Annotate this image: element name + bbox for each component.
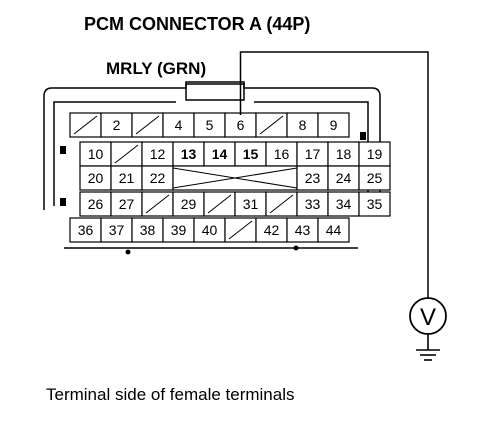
- terminal-number: 5: [206, 117, 214, 133]
- terminal-12: 12: [141, 141, 174, 167]
- terminal-number: 14: [212, 146, 228, 162]
- terminal-number: 38: [140, 222, 156, 238]
- terminal-number: 19: [367, 146, 383, 162]
- terminal-number: 37: [109, 222, 125, 238]
- terminal-number: 4: [175, 117, 183, 133]
- terminal-number: 10: [88, 146, 104, 162]
- diagram-title: PCM CONNECTOR A (44P): [84, 14, 310, 34]
- terminal-number: 2: [113, 117, 121, 133]
- terminal-number: 24: [336, 170, 352, 186]
- probe-wire: [239, 51, 429, 298]
- terminal-35: 35: [358, 191, 391, 217]
- terminal-blank: [69, 112, 102, 138]
- terminal-number: 16: [274, 146, 290, 162]
- terminal-21: 21: [110, 165, 143, 191]
- terminal-number: 6: [237, 117, 245, 133]
- voltmeter-symbol: V: [420, 304, 436, 331]
- terminal-number: 31: [243, 196, 259, 212]
- terminal-17: 17: [296, 141, 329, 167]
- terminal-38: 38: [131, 217, 164, 243]
- terminal-number: 20: [88, 170, 104, 186]
- terminal-18: 18: [327, 141, 360, 167]
- terminal-number: 23: [305, 170, 321, 186]
- housing-key-right-top: [360, 132, 366, 140]
- terminal-16: 16: [265, 141, 298, 167]
- housing-peg-left: [125, 249, 131, 255]
- wire-label: MRLY (GRN): [106, 59, 206, 78]
- diagram-caption: Terminal side of female terminals: [46, 385, 294, 404]
- terminal-number: 35: [367, 196, 383, 212]
- terminal-34: 34: [327, 191, 360, 217]
- terminal-42: 42: [255, 217, 288, 243]
- housing-peg-right: [293, 245, 299, 251]
- terminal-number: 42: [264, 222, 280, 238]
- terminal-43: 43: [286, 217, 319, 243]
- terminal-25: 25: [358, 165, 391, 191]
- terminal-15: 15: [234, 141, 267, 167]
- terminal-6: 6: [224, 112, 257, 138]
- housing-outline: [43, 81, 381, 210]
- terminal-number: 12: [150, 146, 166, 162]
- terminal-number: 22: [150, 170, 166, 186]
- terminal-number: 36: [78, 222, 94, 238]
- terminal-number: 43: [295, 222, 311, 238]
- terminal-2: 2: [100, 112, 133, 138]
- terminal-29: 29: [172, 191, 205, 217]
- terminal-10: 10: [79, 141, 112, 167]
- terminal-24: 24: [327, 165, 360, 191]
- terminal-37: 37: [100, 217, 133, 243]
- voltmeter: V: [409, 297, 447, 335]
- terminal-39: 39: [162, 217, 195, 243]
- housing-key-left-bottom: [60, 198, 66, 206]
- terminal-number: 21: [119, 170, 135, 186]
- terminal-number: 26: [88, 196, 104, 212]
- locking-tab: [185, 83, 245, 101]
- terminal-33: 33: [296, 191, 329, 217]
- terminal-9: 9: [317, 112, 350, 138]
- terminal-number: 44: [326, 222, 342, 238]
- terminal-5: 5: [193, 112, 226, 138]
- terminal-number: 15: [243, 146, 259, 162]
- terminal-blank: [131, 112, 164, 138]
- housing-key-left-top: [60, 146, 66, 154]
- terminal-36: 36: [69, 217, 102, 243]
- terminal-blank: [110, 141, 143, 167]
- terminal-number: 40: [202, 222, 218, 238]
- terminal-blank: [255, 112, 288, 138]
- terminal-23: 23: [296, 165, 329, 191]
- ground-icon: [416, 334, 440, 361]
- terminal-number: 13: [181, 146, 197, 162]
- terminal-27: 27: [110, 191, 143, 217]
- terminal-44: 44: [317, 217, 350, 243]
- terminal-19: 19: [358, 141, 391, 167]
- terminal-blank: [203, 191, 236, 217]
- terminal-20: 20: [79, 165, 112, 191]
- terminal-number: 33: [305, 196, 321, 212]
- terminal-number: 17: [305, 146, 321, 162]
- terminal-number: 34: [336, 196, 352, 212]
- terminal-14: 14: [203, 141, 236, 167]
- terminal-31: 31: [234, 191, 267, 217]
- terminal-blank: [224, 217, 257, 243]
- terminal-number: 9: [330, 117, 338, 133]
- terminal-number: 39: [171, 222, 187, 238]
- terminal-22: 22: [141, 165, 174, 191]
- terminal-number: 27: [119, 196, 135, 212]
- terminal-40: 40: [193, 217, 226, 243]
- terminal-blank: [265, 191, 298, 217]
- terminal-number: 25: [367, 170, 383, 186]
- terminal-blank: [172, 165, 298, 191]
- terminal-4: 4: [162, 112, 195, 138]
- terminal-blank: [141, 191, 174, 217]
- terminal-8: 8: [286, 112, 319, 138]
- terminal-26: 26: [79, 191, 112, 217]
- terminal-number: 18: [336, 146, 352, 162]
- terminal-number: 8: [299, 117, 307, 133]
- terminal-13: 13: [172, 141, 205, 167]
- terminal-number: 29: [181, 196, 197, 212]
